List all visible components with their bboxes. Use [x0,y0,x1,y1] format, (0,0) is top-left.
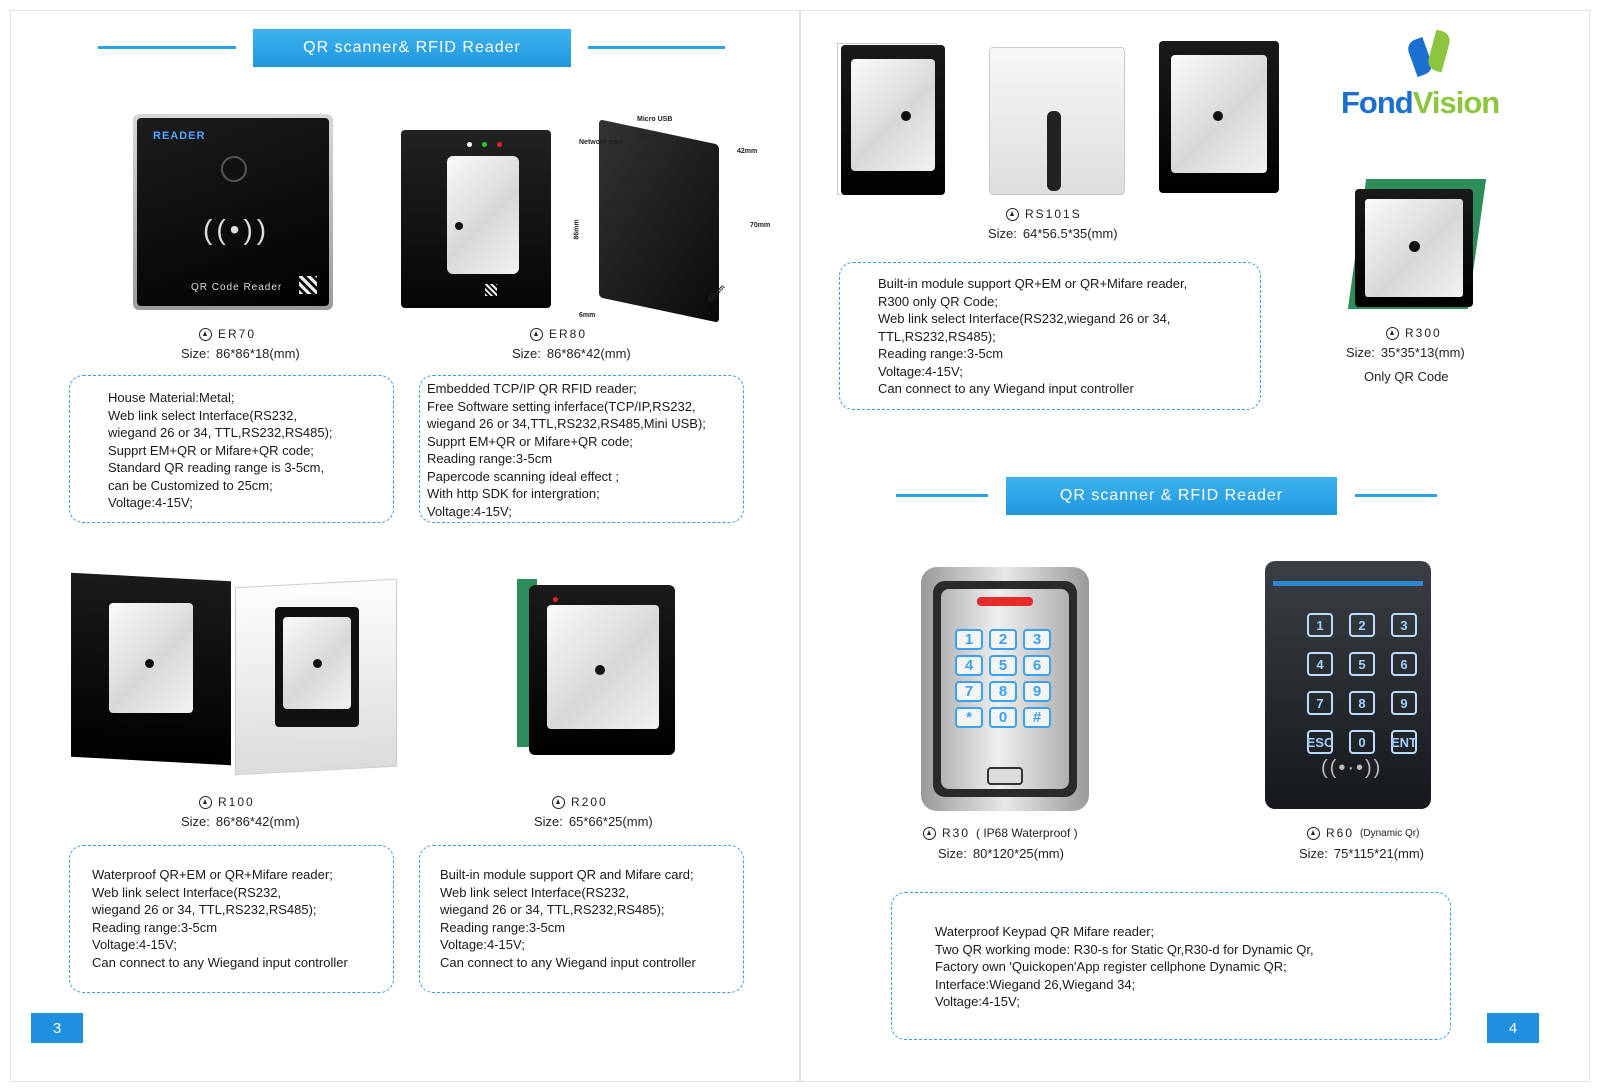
size-r100: Size:86*86*42(mm) [181,814,300,829]
keypad-key[interactable]: 6 [1023,655,1051,676]
keypad-key[interactable]: 1 [1307,613,1333,637]
camera-icon [987,767,1023,785]
keypad-key[interactable]: 2 [989,629,1017,650]
er70-caption: QR Code Reader [191,282,283,293]
desc-r100: Waterproof QR+EM or QR+Mifare reader;Web… [69,845,394,993]
r300-note: Only QR Code [1364,369,1449,384]
logo-leaf-icon [1426,29,1452,73]
size-er80: Size:86*86*42(mm) [512,346,631,361]
model-marker-icon [199,795,212,809]
model-marker-icon [1006,207,1019,221]
keypad-key[interactable]: 5 [989,655,1017,676]
banner-line-right [1355,494,1437,497]
banner-line-left [896,494,988,497]
page-right: FondVision RS101S Size:64*56.5*35(mm) Bu… [800,10,1590,1082]
r200-device-image [509,579,679,759]
model-marker-icon [923,826,936,840]
er80-dim-70: 70mm [750,222,771,229]
er80-label-micro-usb: Micro USB [637,116,673,123]
model-marker-icon [1307,826,1320,840]
keypad-key[interactable]: ESC [1307,730,1333,754]
keypad-key[interactable]: 1 [955,629,983,650]
model-label-r200: R200 [552,795,608,809]
size-rs101s: Size:64*56.5*35(mm) [988,226,1118,241]
keypad-key[interactable]: 4 [955,655,983,676]
size-r30: Size:80*120*25(mm) [938,846,1064,861]
model-label-r60: R60(Dynamic Qr) [1307,826,1419,840]
section-banner-right: QR scanner & RFID Reader [1006,477,1337,515]
desc-r200: Built-in module support QR and Mifare ca… [419,845,744,993]
keypad-key[interactable]: 7 [955,681,983,702]
er70-brand-text: READER [153,130,206,142]
desc-keypad: Waterproof Keypad QR Mifare reader;Two Q… [891,892,1451,1040]
keypad-key[interactable]: 2 [1349,613,1375,637]
model-label-er70: ER70 [199,327,256,341]
page-number-right: 4 [1487,1013,1539,1043]
er70-device-image: READER ((•)) QR Code Reader [133,114,333,310]
size-r300: Size:35*35*13(mm) [1346,345,1465,360]
model-label-r30: R30( IP68 Waterproof ) [923,826,1078,840]
size-r60: Size:75*115*21(mm) [1299,846,1424,861]
model-label-rs101s: RS101S [1006,207,1082,221]
desc-rs101s: Built-in module support QR+EM or QR+Mifa… [839,262,1261,410]
nfc-icon: ((•·•)) [1321,757,1383,779]
desc-er70: House Material:Metal;Web link select Int… [69,375,394,523]
er80-dim-86-side: 86mm [573,219,581,240]
keypad-key[interactable]: 3 [1391,613,1417,637]
keypad-key[interactable]: 5 [1349,652,1375,676]
er80-label-network-port: Network port [579,139,623,146]
page-left: QR scanner& RFID Reader READER ((•)) QR … [10,10,800,1082]
keypad-key[interactable]: 7 [1307,691,1333,715]
camera-icon [221,156,247,182]
model-marker-icon [1386,326,1399,340]
fondvision-logo: FondVision [1341,29,1541,131]
model-marker-icon [552,795,565,809]
desc-er80: Embedded TCP/IP QR RFID reader;Free Soft… [419,375,744,523]
model-label-r100: R100 [199,795,255,809]
er80-dim-42: 42mm [737,148,758,155]
rs101s-device-image [831,41,1301,211]
section-banner-left: QR scanner& RFID Reader [253,29,571,67]
keypad-key[interactable]: 8 [1349,691,1375,715]
r300-device-image [1341,179,1489,315]
keypad-key[interactable]: 9 [1023,681,1051,702]
keypad-key[interactable]: 9 [1391,691,1417,715]
er80-device-image: Micro USB Network port 86mm 42mm 86mm 70… [389,106,774,331]
er80-dim-6: 6mm [579,312,596,319]
keypad-key[interactable]: 4 [1307,652,1333,676]
r100-device-image [63,572,403,776]
model-marker-icon [530,327,543,341]
size-er70: Size:86*86*18(mm) [181,346,300,361]
keypad-key[interactable]: 3 [1023,629,1051,650]
keypad-key[interactable]: 0 [1349,730,1375,754]
keypad-key[interactable]: # [1023,707,1051,728]
keypad-key[interactable]: * [955,707,983,728]
er80-dim-86-top: 86mm [639,134,660,141]
keypad-key[interactable]: 8 [989,681,1017,702]
qr-code-icon [485,284,497,296]
banner-line-right [588,46,725,49]
keypad-key[interactable]: ENT [1391,730,1417,754]
banner-line-left [98,46,236,49]
qr-code-icon [299,276,317,294]
keypad-key[interactable]: 6 [1391,652,1417,676]
size-r200: Size:65*66*25(mm) [534,814,653,829]
model-label-r300: R300 [1386,326,1442,340]
page-number-left: 3 [31,1013,83,1043]
logo-text: FondVision [1341,85,1500,120]
keypad-key[interactable]: 0 [989,707,1017,728]
nfc-icon: ((•)) [203,214,271,245]
model-label-er80: ER80 [530,327,587,341]
model-marker-icon [199,327,212,341]
